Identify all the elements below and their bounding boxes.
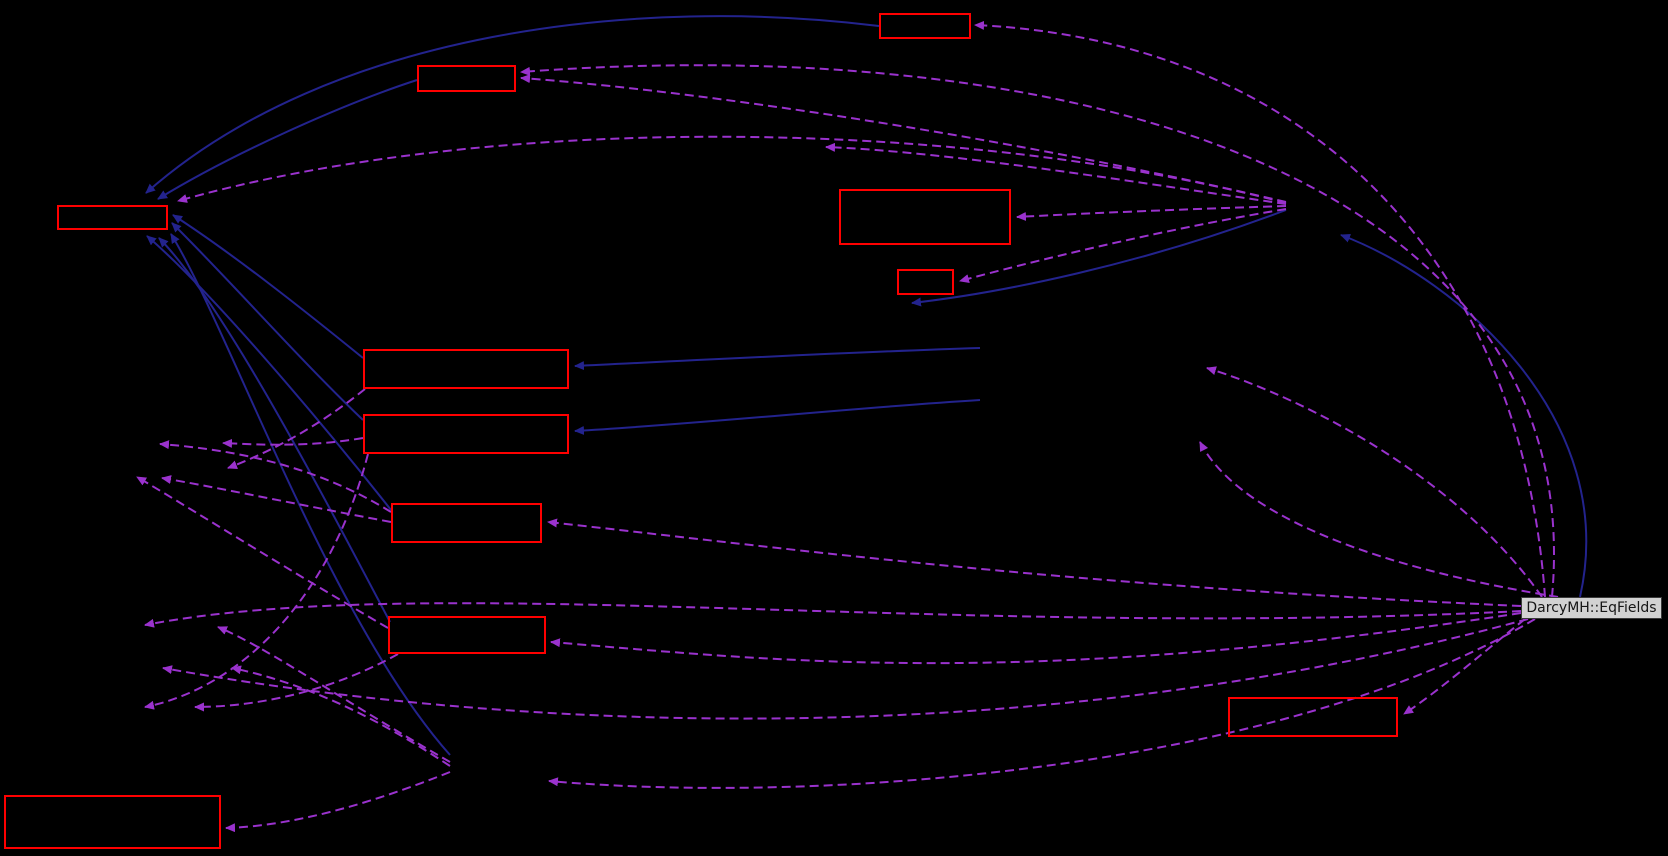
edge-main-to-box-upper: [520, 64, 1555, 598]
edge-box-mid-2-to-anchor-left-a3: [136, 476, 389, 629]
edge-main-to-anchor-right-1: [1206, 366, 1543, 598]
node-box-top[interactable]: [879, 13, 971, 39]
node-box-bottom-left[interactable]: [4, 795, 221, 849]
edge-main-to-anchor-left-b3: [162, 618, 1529, 720]
edge-anchor-bottom-to-anchor-left-b4: [231, 665, 451, 767]
node-box-center-2[interactable]: [363, 414, 569, 454]
edge-box-top-to-box-left: [145, 15, 880, 194]
node-box-mid-1[interactable]: [391, 503, 542, 543]
edge-box-center-2-to-box-left: [171, 222, 364, 421]
edge-box-center-2-to-anchor-left-a2: [222, 437, 364, 448]
edge-anchor-mid-right-to-box-center-2: [574, 399, 981, 435]
edge-box-mid-2-to-anchor-left-c2: [194, 653, 399, 712]
edge-box-mid-1-to-anchor-left-a1: [159, 440, 392, 513]
edge-box-mid-2-to-box-left: [158, 237, 391, 623]
node-box-mid-2[interactable]: [388, 616, 546, 654]
edge-anchor-bottom-to-anchor-left-b2: [217, 626, 451, 763]
edge-box-upper-to-box-left: [157, 79, 418, 200]
edge-anchor-hub-to-anchor-below-small: [911, 209, 1287, 307]
edge-main-to-box-bottom-right: [1403, 618, 1526, 715]
edge-main-to-anchor-hub: [1340, 233, 1588, 598]
edge-anchor-hub-to-box-left: [177, 135, 1287, 204]
node-box-upper[interactable]: [417, 65, 516, 92]
node-box-center-1[interactable]: [363, 349, 569, 389]
edge-anchor-hub-to-anchor-top-mid: [825, 142, 1287, 205]
edge-anchor-bottom-to-box-bottom-left: [225, 771, 451, 833]
edge-box-center-1-to-box-left: [172, 214, 364, 359]
edge-main-to-anchor-right-2: [1199, 441, 1559, 598]
node-box-left[interactable]: [57, 205, 168, 230]
node-box-right-small[interactable]: [897, 269, 954, 295]
edge-box-center-2-to-anchor-left-c1: [144, 453, 369, 710]
edge-main-to-anchor-bottom: [548, 618, 1536, 789]
edge-box-mid-1-to-anchor-left-a4: [161, 475, 392, 523]
edge-main-to-box-mid-1: [547, 518, 1522, 607]
edge-anchor-hub-to-box-right-large: [1016, 205, 1287, 222]
node-box-bottom-right[interactable]: [1228, 697, 1398, 737]
edge-anchor-bottom-to-box-left: [170, 233, 451, 756]
edge-box-center-1-to-anchor-left-a5: [227, 388, 366, 469]
edge-box-mid-1-to-box-left: [146, 235, 392, 511]
edge-main-to-anchor-left-b1: [144, 602, 1522, 628]
edge-anchor-mid-right-to-box-center-1: [574, 347, 981, 371]
edge-anchor-hub-to-box-upper: [520, 74, 1287, 203]
edge-anchor-hub-to-box-right-small: [959, 208, 1287, 283]
main-node-darcymh-eqfields[interactable]: DarcyMH::EqFields: [1521, 597, 1662, 619]
node-box-right-large[interactable]: [839, 189, 1011, 245]
edge-main-to-box-mid-2: [550, 612, 1522, 665]
edge-main-to-box-top: [974, 20, 1546, 598]
